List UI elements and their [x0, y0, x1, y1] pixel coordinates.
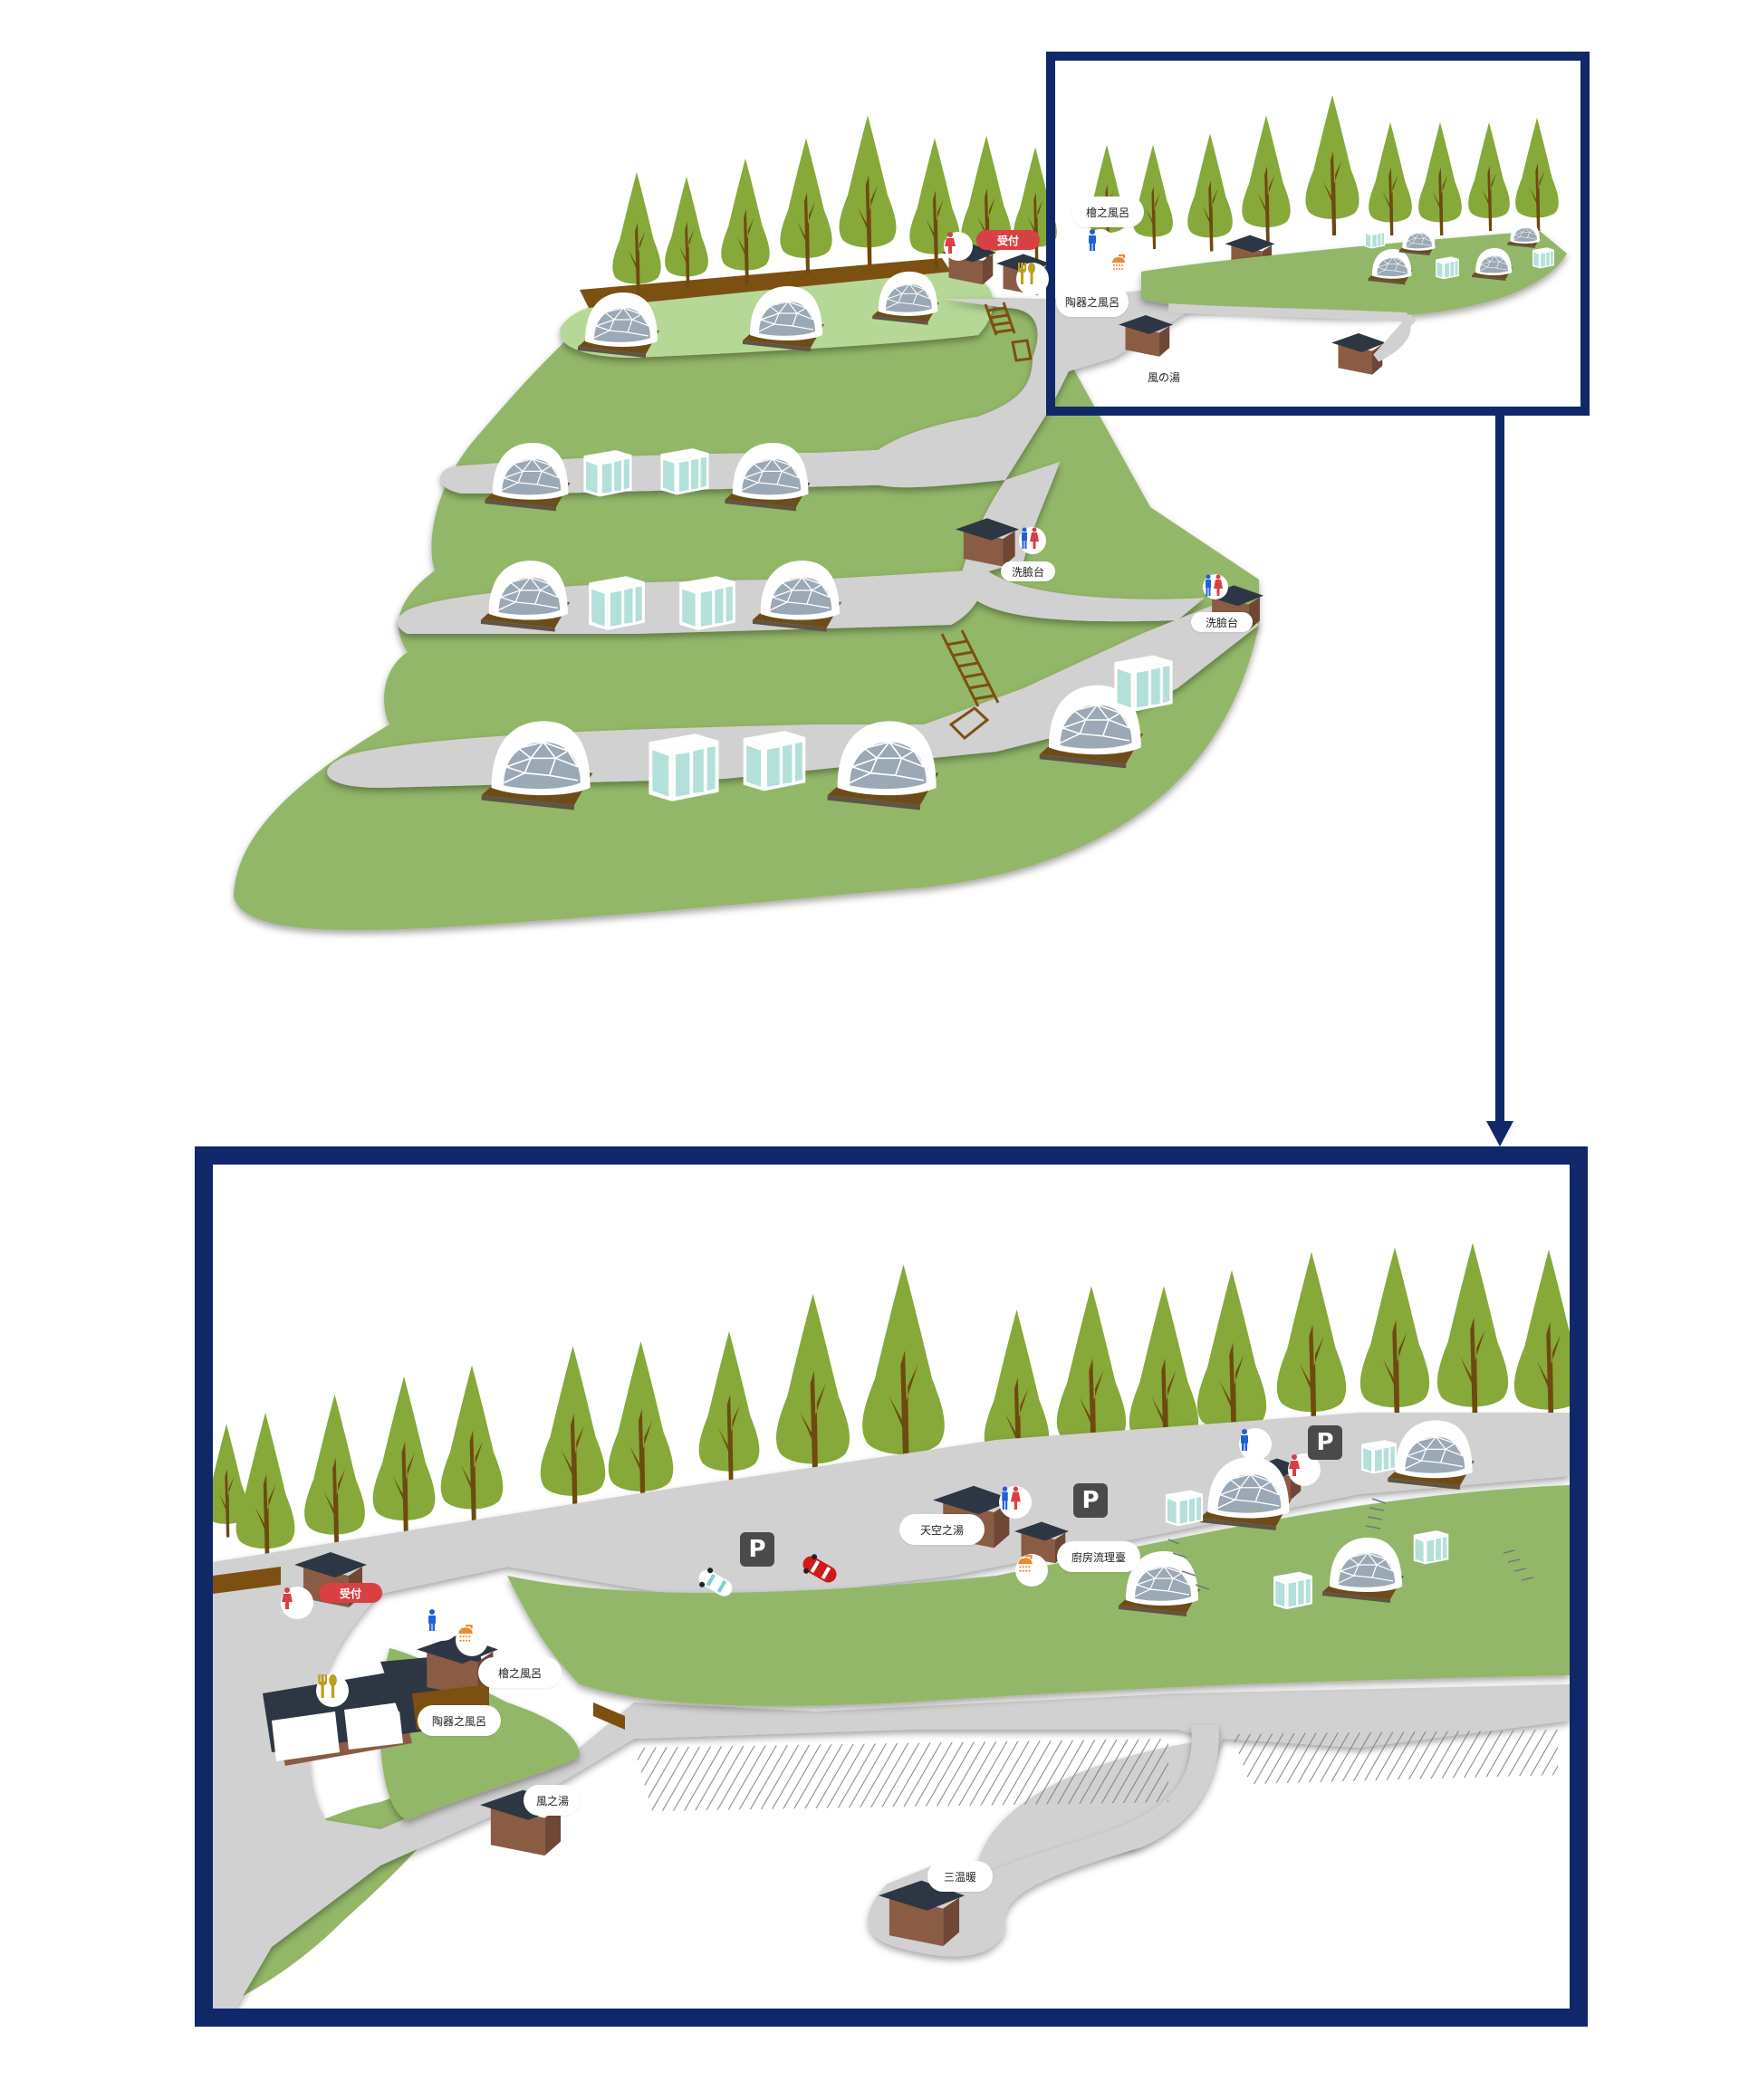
overview-ceramic-bath-label[interactable]: 陶器之風呂 — [1056, 286, 1129, 317]
detail-cabin-glass[interactable] — [1361, 1440, 1397, 1474]
detail-cabin-glass[interactable] — [1165, 1490, 1204, 1527]
overview-stairs — [940, 302, 1033, 741]
overview-cabin-glass[interactable] — [743, 731, 806, 791]
male-toilet-icon — [1239, 1428, 1272, 1461]
overview-cabin-glass[interactable] — [583, 450, 632, 497]
overview-reception-label[interactable]: 受付 — [976, 230, 1040, 250]
shower-icon — [456, 1624, 488, 1656]
restroom-icon — [999, 1486, 1032, 1519]
parking-sign-icon: P — [1073, 1483, 1108, 1518]
overview-hinoki-bath-label[interactable]: 檜之風呂 — [1071, 197, 1144, 227]
overview-map — [234, 95, 1567, 931]
sauna-label[interactable]: 三温暖 — [927, 1861, 993, 1892]
overview-cabin-glass[interactable] — [679, 576, 735, 630]
parking-sign-icon: P — [740, 1532, 774, 1567]
overview-washstand-label-1[interactable]: 洗臉台 — [1001, 561, 1055, 581]
female-toilet-icon — [944, 232, 973, 261]
shower-icon — [1015, 1554, 1048, 1587]
parking-sign-icon: P — [1308, 1425, 1342, 1460]
detail-frame — [195, 1146, 1588, 2027]
female-toilet-icon — [281, 1587, 313, 1619]
detail-cabin-glass[interactable] — [1273, 1571, 1312, 1610]
kitchen-sink-label[interactable]: 廚房流理臺 — [1057, 1541, 1140, 1572]
detail-cabin-glass[interactable] — [1413, 1530, 1449, 1565]
overview-washstand-label-2[interactable]: 洗臉台 — [1191, 612, 1253, 632]
male-toilet-icon — [427, 1608, 459, 1641]
red-car-icon — [802, 1554, 837, 1583]
white-car-icon — [697, 1568, 734, 1597]
ceramic-bath-label[interactable]: 陶器之風呂 — [418, 1705, 501, 1736]
overview-wind-bath-label[interactable]: 風の湯 — [1147, 370, 1180, 384]
fork-spoon-icon — [1016, 263, 1049, 295]
sky-bath-label[interactable]: 天空之湯 — [899, 1514, 985, 1545]
overview-cabin-glass[interactable] — [660, 448, 709, 495]
shower-icon — [1110, 254, 1139, 283]
wind-bath-label[interactable]: 風之湯 — [524, 1785, 580, 1816]
male-toilet-icon — [1087, 229, 1114, 256]
inset-frame — [1046, 52, 1590, 416]
reception-label[interactable]: 受付 — [319, 1583, 382, 1603]
fork-spoon-icon — [316, 1674, 349, 1707]
restroom-icon — [1019, 527, 1046, 554]
arrow-head-icon — [1486, 1121, 1513, 1146]
overview-cabin-glass[interactable] — [1114, 655, 1173, 712]
hinoki-bath-label[interactable]: 檜之風呂 — [478, 1657, 562, 1688]
overview-cabin-glass[interactable] — [589, 576, 645, 630]
detail-stairs — [1167, 1498, 1534, 1590]
overview-cabin-glass[interactable] — [649, 734, 719, 801]
restroom-icon — [1203, 574, 1228, 599]
detail-map — [195, 1146, 1588, 2027]
